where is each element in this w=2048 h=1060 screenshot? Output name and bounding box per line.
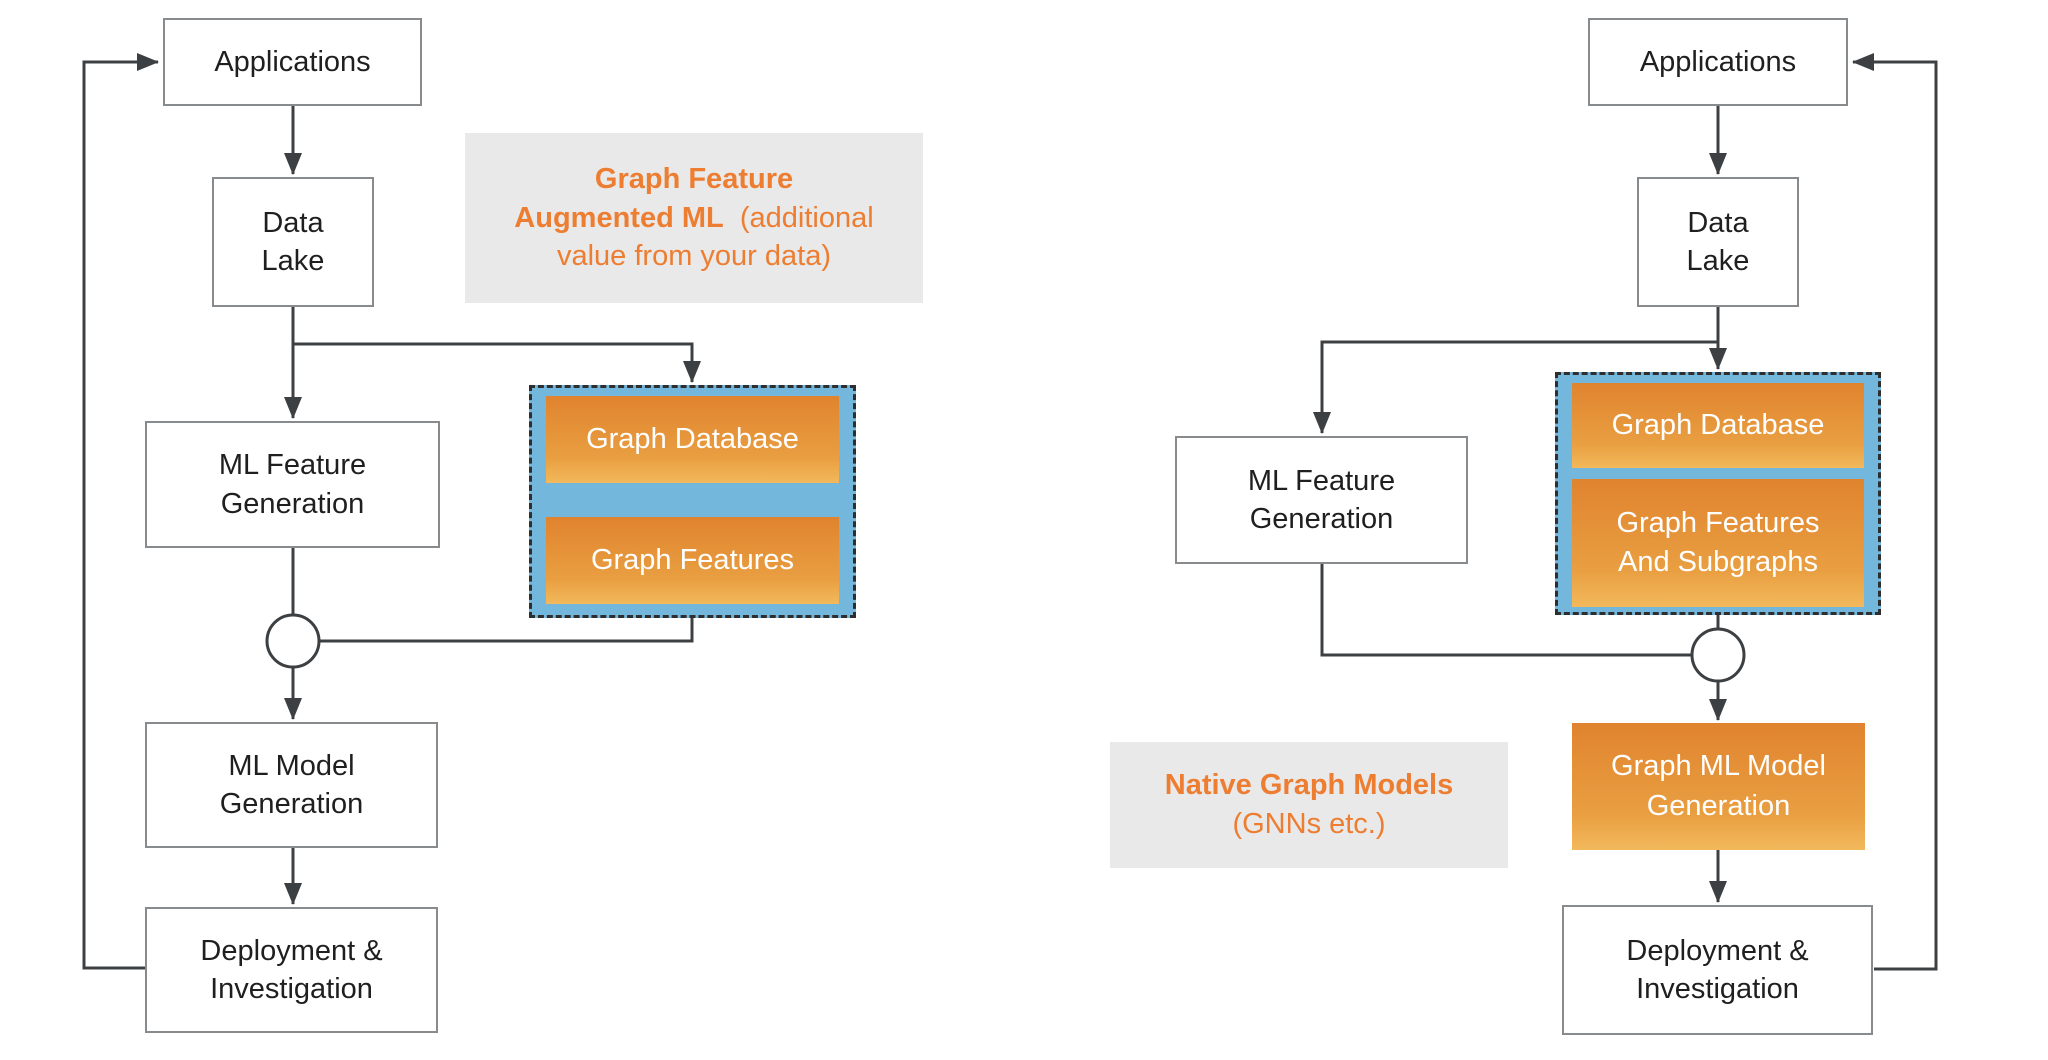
left-graphfeatures-to-circle-line [319, 618, 694, 643]
right-merge-circle [1690, 627, 1746, 683]
right-ml-feature-generation-node: ML Feature Generation [1175, 436, 1468, 564]
left-ml-feature-generation-node: ML Feature Generation [145, 421, 440, 548]
right-graph-features-subgraphs-box: Graph Features And Subgraphs [1572, 479, 1864, 607]
left-pipeline-title-label: Graph Feature Augmented ML (additional v… [465, 133, 923, 303]
right-data-lake-node: Data Lake [1637, 177, 1799, 307]
left-data-lake-node: Data Lake [212, 177, 374, 307]
left-deployment-node: Deployment & Investigation [145, 907, 438, 1033]
left-graph-container: Graph Database Graph Features [529, 385, 856, 618]
left-merge-circle [265, 613, 321, 669]
right-pipeline-title-label: Native Graph Models (GNNs etc.) [1110, 742, 1508, 868]
right-applications-node: Applications [1588, 18, 1848, 106]
right-mlfeature-to-circle-line [1320, 564, 1694, 657]
left-pipeline-title-note: (additional value from your data) [556, 201, 874, 273]
left-graph-database-box: Graph Database [546, 396, 839, 483]
right-pipeline-title-line1: Native Graph Models [1164, 769, 1454, 802]
right-graph-database-box: Graph Database [1572, 383, 1864, 468]
right-feedback-loop-line [1852, 53, 1938, 971]
left-datalake-branch-to-graphbox-arrow [293, 342, 701, 383]
right-graph-container: Graph Database Graph Features And Subgra… [1555, 372, 1881, 615]
right-pipeline-title-note: (GNNs etc.) [1232, 808, 1386, 840]
left-pipeline-title-line1: Graph Feature [594, 162, 794, 195]
right-graph-ml-model-generation-box: Graph ML Model Generation [1572, 723, 1865, 850]
left-ml-model-generation-node: ML Model Generation [145, 722, 438, 848]
left-feedback-loop-line [82, 53, 159, 970]
left-pipeline-title-line2: Augmented ML [514, 201, 724, 234]
left-applications-node: Applications [163, 18, 422, 106]
right-deployment-node: Deployment & Investigation [1562, 905, 1873, 1035]
right-datalake-branch-to-mlfeature-arrow [1313, 340, 1718, 434]
left-graph-features-box: Graph Features [546, 517, 839, 604]
